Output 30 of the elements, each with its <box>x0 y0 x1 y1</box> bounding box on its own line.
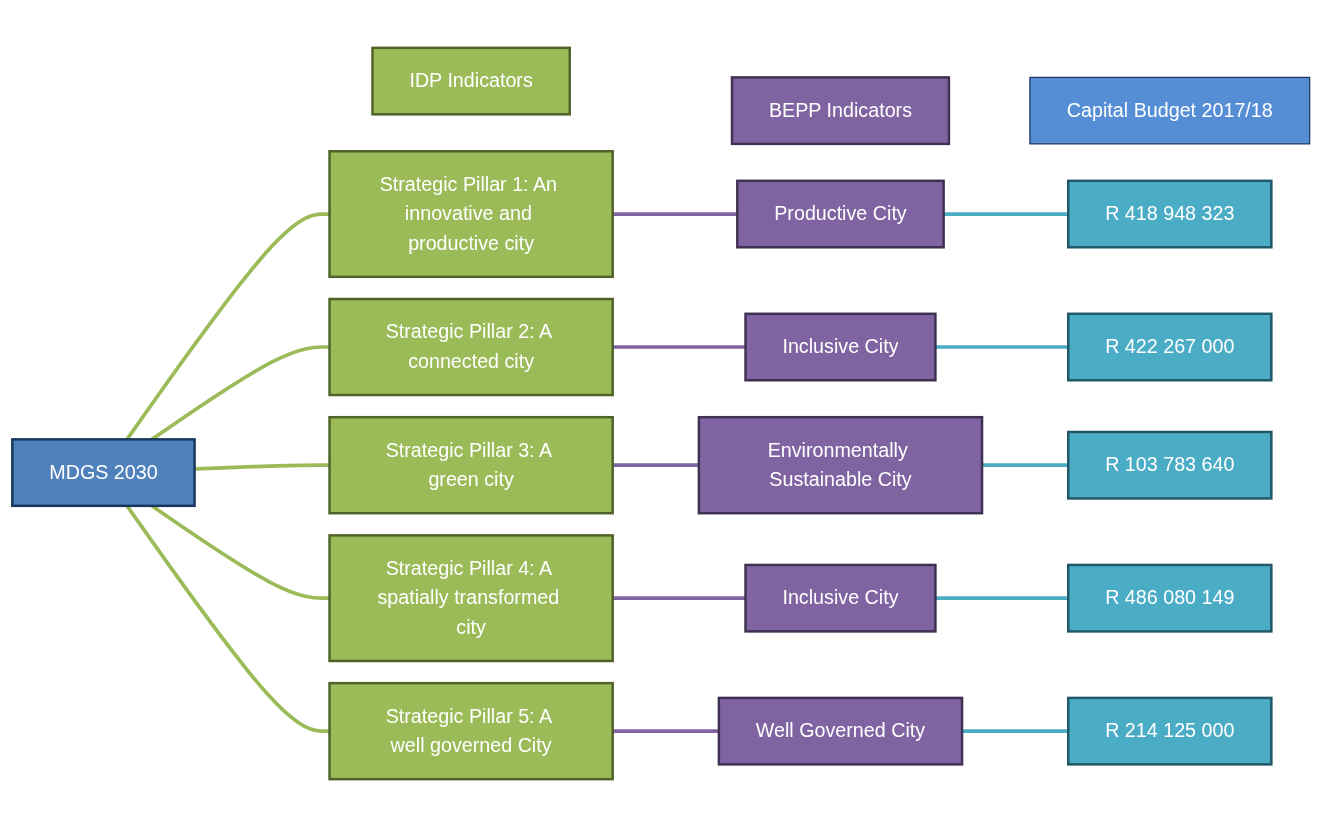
connector <box>982 463 1069 468</box>
node-box: R 486 080 149 <box>1067 563 1273 633</box>
node-box: R 422 267 000 <box>1067 312 1273 382</box>
node-box: Inclusive City <box>744 312 937 382</box>
connector <box>935 345 1069 349</box>
connector <box>194 463 330 471</box>
node-box: R 418 948 323 <box>1067 179 1273 249</box>
connector <box>612 596 746 601</box>
connector <box>612 345 746 349</box>
node-box: Strategic Pillar 2: A connected city <box>328 297 614 397</box>
node-box: BEPP Indicators <box>730 76 951 146</box>
node-box: Strategic Pillar 4: A spatially transformed city <box>328 534 614 663</box>
node-box: Environmentally Sustainable City <box>697 415 984 515</box>
node-box: MDGS 2030 <box>11 438 196 508</box>
node-box: R 214 125 000 <box>1067 696 1273 766</box>
node-box: R 103 783 640 <box>1067 430 1273 500</box>
connector <box>612 463 699 468</box>
connector <box>962 729 1069 733</box>
node-box: Strategic Pillar 1: An innovative and productive city <box>328 150 614 279</box>
node-box: IDP Indicators <box>371 46 571 116</box>
connector <box>943 212 1069 216</box>
connector <box>935 596 1069 601</box>
node-box: Well Governed City <box>717 696 964 766</box>
node-box: Inclusive City <box>744 563 937 633</box>
connector <box>612 212 738 216</box>
node-box: Strategic Pillar 5: A well governed City <box>328 681 614 781</box>
node-box: Strategic Pillar 3: A green city <box>328 415 614 515</box>
connector <box>612 729 719 733</box>
node-box: Productive City <box>736 179 945 249</box>
node-box: Capital Budget 2017/18 <box>1029 76 1311 145</box>
